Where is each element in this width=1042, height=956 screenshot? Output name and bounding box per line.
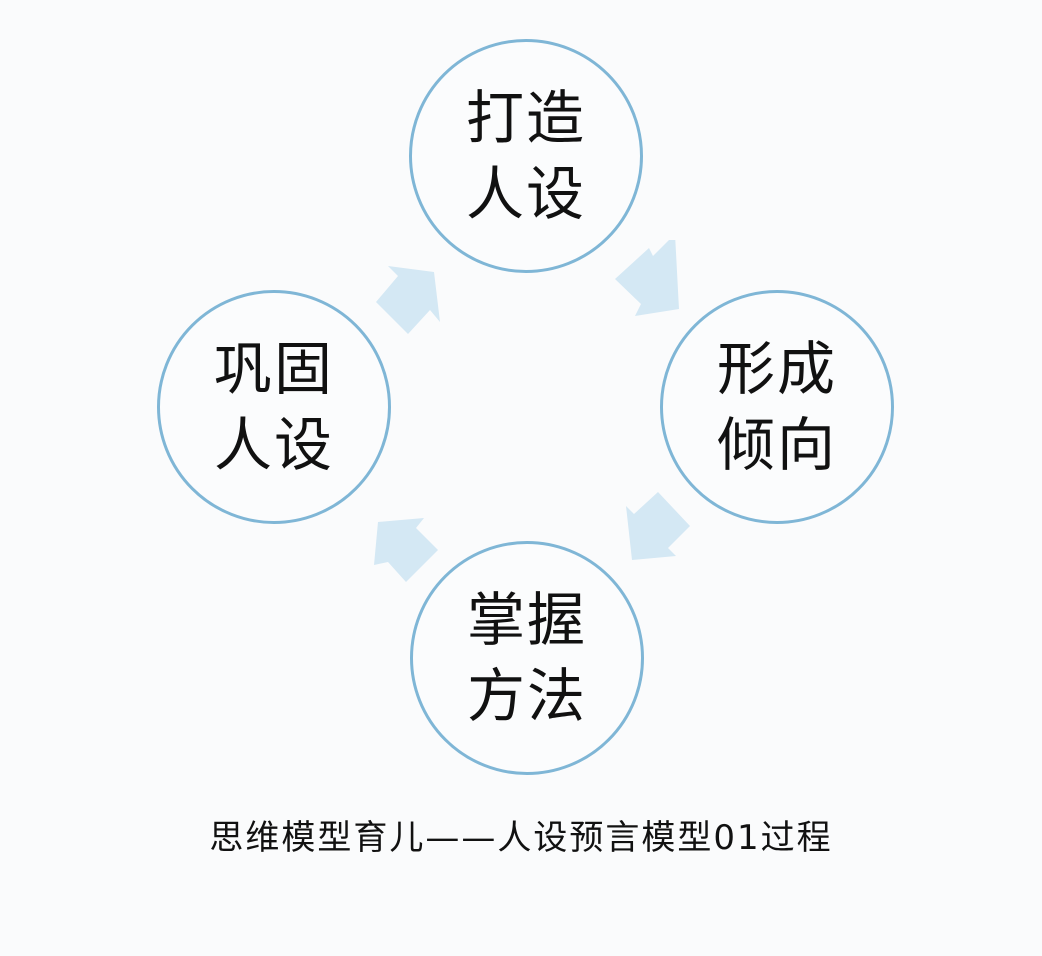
diagram-caption: 思维模型育儿——人设预言模型01过程 bbox=[209, 818, 833, 858]
node-top-line2: 人设 bbox=[465, 160, 586, 228]
node-right: 形成 倾向 bbox=[660, 290, 894, 524]
arrow-down-left-icon bbox=[626, 492, 690, 560]
node-top-line1: 打造 bbox=[465, 84, 586, 152]
node-left-line2: 人设 bbox=[213, 411, 334, 479]
arrow-up-left-icon bbox=[374, 518, 438, 582]
node-bottom-line1: 掌握 bbox=[466, 586, 587, 654]
node-left: 巩固 人设 bbox=[157, 290, 391, 524]
node-bottom: 掌握 方法 bbox=[410, 541, 644, 775]
node-right-line1: 形成 bbox=[716, 335, 837, 403]
arrow-down-right-icon bbox=[615, 240, 679, 316]
node-bottom-line2: 方法 bbox=[466, 662, 587, 730]
node-left-line1: 巩固 bbox=[213, 335, 334, 403]
node-right-line2: 倾向 bbox=[716, 411, 837, 479]
arrow-up-right-icon bbox=[376, 266, 440, 334]
node-top: 打造 人设 bbox=[409, 39, 643, 273]
